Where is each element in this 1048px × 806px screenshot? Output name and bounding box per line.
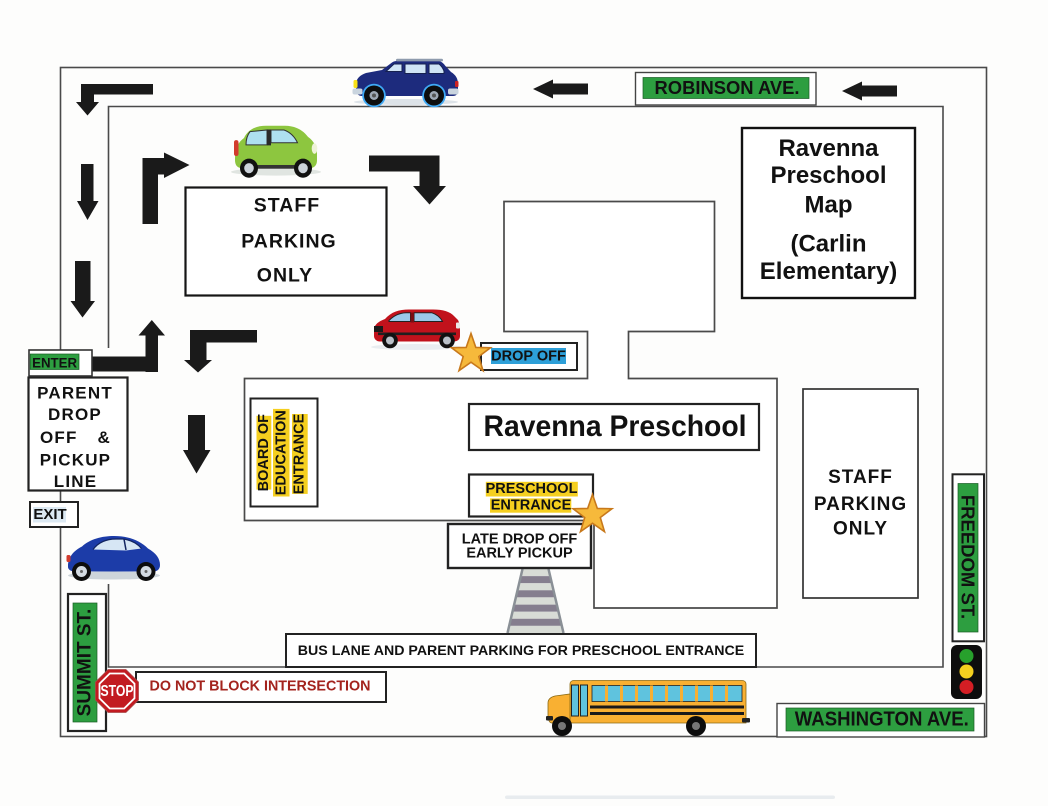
svg-text:LATE DROP OFF: LATE DROP OFF <box>462 531 578 547</box>
svg-text:DROP: DROP <box>48 405 102 424</box>
svg-text:Ravenna Preschool: Ravenna Preschool <box>484 410 747 443</box>
svg-text:Ravenna: Ravenna <box>778 135 879 162</box>
svg-text:ENTER: ENTER <box>32 355 77 370</box>
svg-text:SUMMIT ST.: SUMMIT ST. <box>75 609 96 717</box>
svg-text:(Carlin: (Carlin <box>790 230 866 257</box>
svg-text:EDUCATION: EDUCATION <box>274 410 290 495</box>
svg-text:PARKING: PARKING <box>814 494 907 515</box>
svg-text:Map: Map <box>805 191 853 218</box>
svg-text:ROBINSON AVE.: ROBINSON AVE. <box>655 78 800 98</box>
svg-text:STOP: STOP <box>101 683 134 700</box>
svg-text:STAFF: STAFF <box>828 467 893 488</box>
svg-text:BUS LANE AND PARENT PARKING FO: BUS LANE AND PARENT PARKING FOR PRESCHOO… <box>298 643 744 659</box>
svg-text:DROP OFF: DROP OFF <box>491 348 566 364</box>
svg-text:Preschool: Preschool <box>770 162 886 189</box>
svg-text:ENTRANCE: ENTRANCE <box>292 413 308 494</box>
svg-text:DO NOT BLOCK INTERSECTION: DO NOT BLOCK INTERSECTION <box>150 678 371 695</box>
svg-text:FREEDOM ST.: FREEDOM ST. <box>958 495 979 619</box>
svg-text:STAFF: STAFF <box>254 195 320 217</box>
svg-text:PRESCHOOL: PRESCHOOL <box>486 481 578 497</box>
svg-text:EARLY PICKUP: EARLY PICKUP <box>466 546 573 562</box>
svg-text:ONLY: ONLY <box>833 519 888 540</box>
svg-text:EXIT: EXIT <box>33 506 66 523</box>
svg-text:PARKING: PARKING <box>241 231 336 253</box>
svg-text:PICKUP: PICKUP <box>40 451 111 470</box>
svg-text:PARENT: PARENT <box>37 384 113 403</box>
svg-text:Elementary): Elementary) <box>760 258 897 285</box>
svg-text:ENTRANCE: ENTRANCE <box>491 498 572 514</box>
svg-text:WASHINGTON AVE.: WASHINGTON AVE. <box>795 708 969 730</box>
svg-text:BOARD OF: BOARD OF <box>256 414 272 491</box>
svg-text:OFF &: OFF & <box>40 428 111 447</box>
svg-text:ONLY: ONLY <box>257 264 313 286</box>
svg-text:LINE: LINE <box>54 472 98 491</box>
